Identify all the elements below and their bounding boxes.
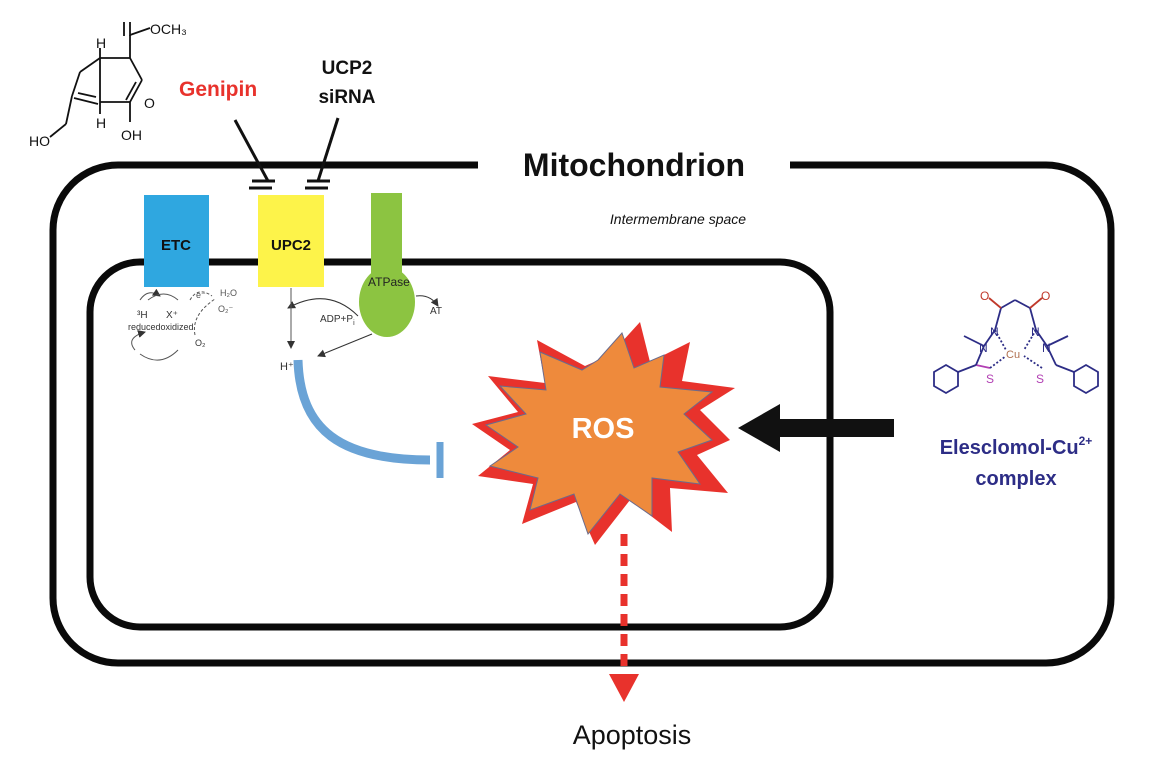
elesclomol-o1: O [980,289,989,303]
drug-label-line1: Elesclomol-Cu2+ [940,434,1093,459]
adp-label: ADP+Pi [320,314,355,327]
etc-reduced-oxidized: reducedoxidized [128,322,194,332]
drug-arrow-head [738,404,780,452]
genipin-ester: OCH₃ [150,21,187,37]
upc2-label: UPC2 [271,237,311,254]
etc-complex [144,195,209,287]
etc-superoxide: O₂⁻ [218,304,233,314]
drug-label-line2: complex [975,468,1056,490]
atp-label: AT [430,306,442,317]
proton-label: H⁺ [280,361,294,373]
ucp2-label: UCP2 [322,58,373,79]
elesclomol-n1: N [990,325,999,339]
inner-membrane [86,258,834,631]
etc-h: ³H [137,310,148,321]
elesclomol-s2: S [1036,372,1044,386]
genipin-h-bottom: H [96,115,106,131]
elesclomol-structure [933,297,1099,395]
title-backdrop [478,145,790,185]
elesclomol-s1: S [986,372,994,386]
etc-x: X⁺ [166,310,178,321]
ros-burst [484,332,714,536]
elesclomol-n2: N [1031,325,1040,339]
genipin-ring-o: O [144,95,155,111]
sirna-label: siRNA [318,87,375,108]
ros-inhibition-arc [293,359,431,465]
genipin-h-top: H [96,35,106,51]
ros-label: ROS [572,413,635,445]
elesclomol-n4: N [1042,341,1051,355]
atpase-turnover-arrow [287,298,359,317]
atpase-proton-arrow [317,333,373,358]
elesclomol-cu: Cu [1006,349,1020,361]
apoptosis-arrow-head [609,674,639,702]
atpase-stalk [371,193,402,281]
etc-redox-detail [131,288,216,361]
mitochondrion-title: Mitochondrion [523,147,745,183]
genipin-hydroxymethyl: HO [29,133,50,149]
elesclomol-o2: O [1041,289,1050,303]
etc-electron: e⁻ [196,290,206,300]
elesclomol-n3: N [979,341,988,355]
atpase-label: ATPase [368,275,410,289]
sirna-inhibition-line [316,117,340,182]
atp-output-arrow [415,295,439,307]
etc-water: H₂O [220,288,237,298]
genipin-label: Genipin [179,78,257,101]
etc-oxygen: O₂ [195,338,206,348]
apoptosis-label: Apoptosis [573,720,692,750]
atpase-head [359,267,415,337]
intermembrane-label: Intermembrane space [610,211,746,227]
etc-label: ETC [161,237,191,254]
genipin-hydroxyl: OH [121,127,142,143]
genipin-inhibition-line [233,119,270,182]
upc2-channel [258,195,324,287]
genipin-structure [49,22,151,138]
